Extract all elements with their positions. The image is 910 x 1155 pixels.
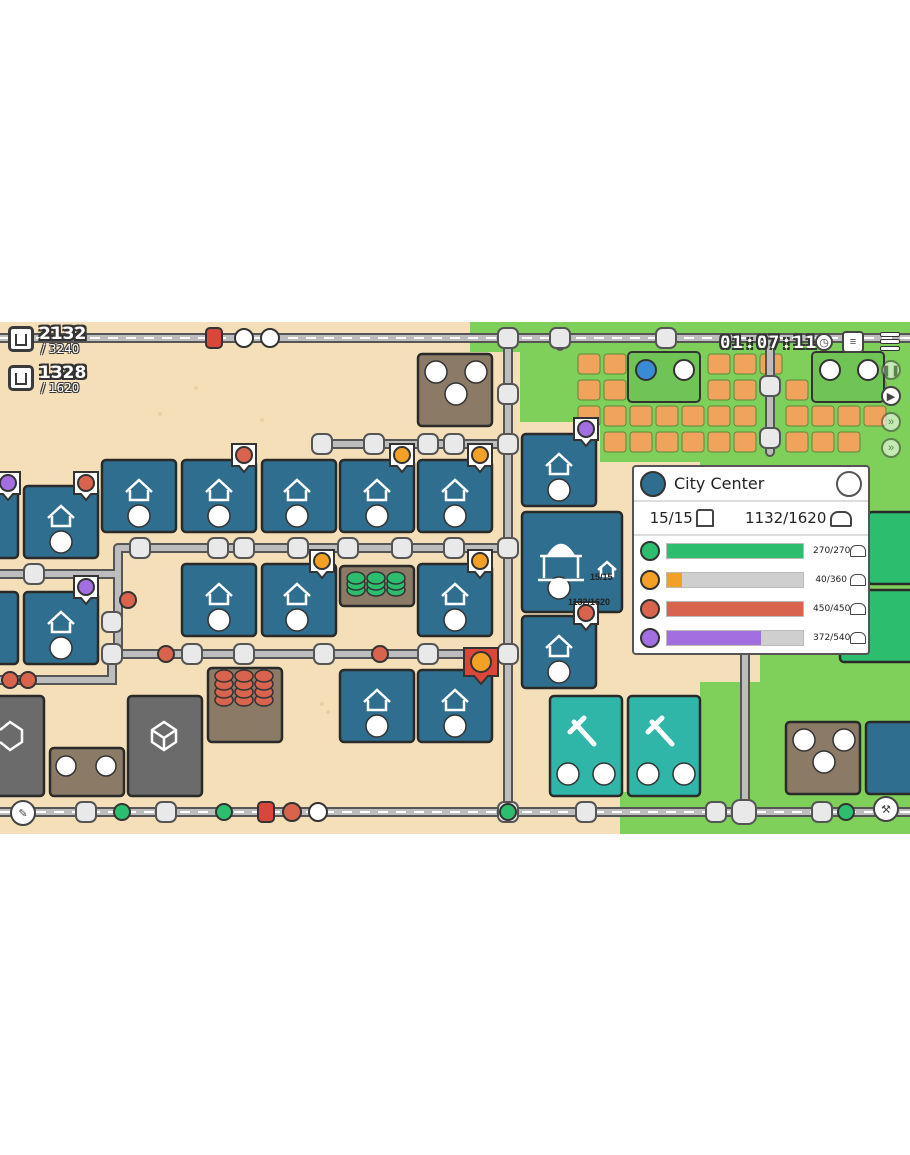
resource-row: 270/270 [634,536,868,565]
people-icon [850,544,866,557]
resource-label: 40/360 [815,574,847,585]
population-capacity: / 3240 [41,342,80,356]
city-center-panel: City Center 15/15 1132/1620 270/270 40/36… [632,465,870,655]
house-icons [47,452,573,712]
housing-capacity: / 1620 [41,381,80,395]
population-current: 2132 [39,324,87,344]
residents-count: 1132/1620 [744,509,853,527]
game-viewport[interactable]: 2132 / 3240 1328 / 1620 01:07:11 ◷ ≡ ❚❚ … [0,322,910,834]
demand-pins [0,417,599,686]
box-icons [0,720,178,752]
resource-bar [666,542,804,559]
houses-value: 15/15 [649,508,693,527]
people-icon [850,631,866,644]
fastest-forward-button[interactable]: » [881,438,901,458]
hammer-tool-button[interactable]: ⚒ [873,796,899,822]
game-clock: 01:07:11 [720,333,818,353]
demolish-button[interactable] [836,470,862,497]
city-hall-icon [538,543,617,582]
menu-button[interactable] [880,332,900,351]
play-button[interactable]: ▶ [881,386,901,406]
center-houses-label: 15/15 [590,572,613,582]
wrench-tool-button[interactable]: ✎ [10,800,36,826]
house-icon [695,509,714,528]
house-icon [8,365,34,391]
resource-row: 40/360 [634,565,868,594]
stacked-can-tokens [214,669,274,707]
people-icon [8,326,34,352]
resource-label: 372/540 [813,632,851,643]
globe-resource-icon [640,540,660,561]
road-stops [1,327,855,823]
resource-label: 270/270 [813,545,851,556]
center-people-label: 1132/1620 [568,597,611,607]
sofa-resource-icon [640,627,660,648]
people-icon [830,510,853,527]
houses-count: 15/15 [650,509,714,528]
fast-forward-button[interactable]: » [881,412,901,432]
resource-row: 372/540 [634,623,868,652]
population-counter: 2132 / 3240 [8,326,86,355]
resource-bar-fill [667,572,683,587]
can-resource-icon [640,598,660,619]
house-blocks [0,432,910,796]
resource-bar [666,629,804,646]
resource-bar-fill [667,601,803,616]
farm-blocks [627,351,885,403]
stacked-globe-tokens [346,571,406,597]
housing-counter: 1328 / 1620 [8,365,86,394]
resource-label: 450/450 [813,603,851,614]
panel-title: City Center [674,474,765,493]
resource-list: 270/270 40/360 450/450 372/540 [634,536,868,652]
resource-bar [666,571,804,588]
coin-resource-icon [640,569,660,590]
residents-value: 1132/1620 [744,509,827,527]
resource-bar-fill [667,630,761,645]
resource-bar-fill [667,543,803,558]
pause-button[interactable]: ❚❚ [881,360,901,380]
resource-bar [666,600,804,617]
people-icon [850,573,866,586]
housing-current: 1328 [39,363,87,383]
people-icon [850,602,866,615]
resource-row: 450/450 [634,594,868,623]
journal-icon[interactable]: ≡ [842,331,864,353]
city-hall-icon [640,470,666,497]
clock-icon[interactable]: ◷ [815,333,833,351]
